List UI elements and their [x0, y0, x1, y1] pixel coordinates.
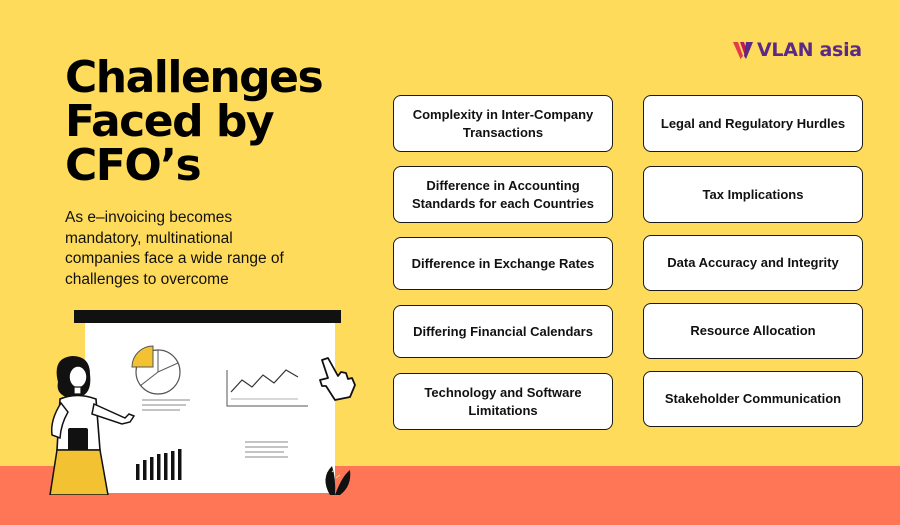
- line-chart-icon: [226, 369, 308, 407]
- page-title: Challenges Faced by CFO’s: [65, 52, 324, 191]
- challenge-label: Complexity in Inter-Company Transactions: [412, 106, 594, 140]
- challenge-card: Resource Allocation: [643, 303, 863, 359]
- challenge-card: Stakeholder Communication: [643, 371, 863, 427]
- challenge-card: Difference in Exchange Rates: [393, 237, 613, 290]
- challenge-label: Legal and Regulatory Hurdles: [660, 115, 846, 131]
- pie-chart-icon: [131, 345, 181, 395]
- challenge-card: Difference in Accounting Standards for e…: [393, 166, 613, 223]
- challenge-card: Tax Implications: [643, 166, 863, 223]
- plant-icon: [325, 466, 351, 495]
- presentation-illustration: [49, 310, 356, 495]
- bar-chart-icon: [136, 449, 182, 480]
- challenge-label: Resource Allocation: [690, 323, 816, 338]
- challenge-card: Differing Financial Calendars: [393, 305, 613, 358]
- vlan-logo-icon: [733, 42, 753, 59]
- challenge-card: Complexity in Inter-Company Transactions: [393, 95, 613, 152]
- brand-logo: VLAN asia: [732, 37, 862, 63]
- text-lines: [142, 399, 288, 458]
- challenge-label: Differing Financial Calendars: [413, 323, 593, 339]
- brand-name: VLAN asia: [757, 39, 862, 61]
- pointer-hand-icon: [319, 357, 356, 401]
- challenge-label: Difference in Exchange Rates: [411, 255, 595, 271]
- whiteboard: [74, 310, 341, 493]
- woman-presenter: [49, 356, 136, 495]
- challenge-label: Tax Implications: [702, 186, 804, 202]
- challenge-label: Stakeholder Communication: [664, 391, 842, 406]
- tablet: [68, 428, 88, 456]
- challenge-card: Data Accuracy and Integrity: [643, 235, 863, 291]
- challenge-label: Technology and Software Limitations: [424, 384, 582, 418]
- challenge-card: Technology and Software Limitations: [393, 373, 613, 430]
- challenge-label: Data Accuracy and Integrity: [667, 255, 839, 270]
- challenge-label: Difference in Accounting Standards for e…: [411, 177, 595, 211]
- challenge-card: Legal and Regulatory Hurdles: [643, 95, 863, 152]
- page-subtitle: As e–invoicing becomes mandatory, multin…: [65, 209, 284, 288]
